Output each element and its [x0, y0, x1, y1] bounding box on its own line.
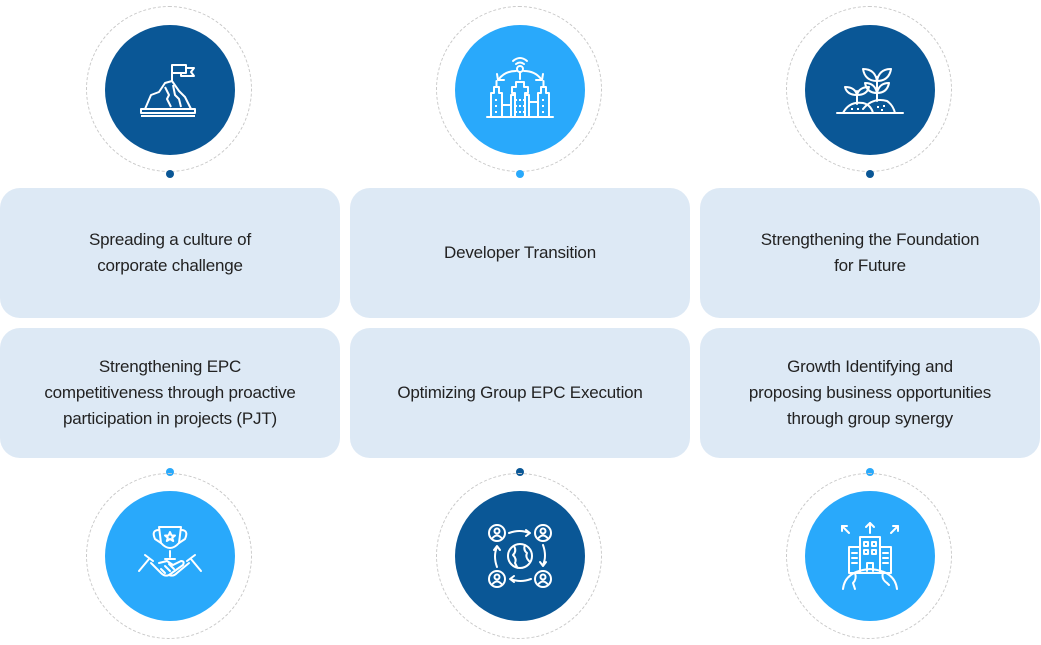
dashed-ring: [86, 473, 252, 639]
card-future-foundation: Strengthening the Foundation for Future: [700, 188, 1040, 318]
card-corporate-challenge: Spreading a culture of corporate challen…: [0, 188, 340, 318]
global-building-growth-icon: [805, 491, 935, 621]
card-developer-transition: Developer Transition: [350, 188, 690, 318]
dashed-ring: [436, 473, 602, 639]
connector-dot: [516, 468, 524, 476]
card-label: Strengthening EPC competitiveness throug…: [44, 357, 296, 428]
card-label: Strengthening the Foundation for Future: [760, 230, 980, 275]
card-label: Growth Identifying and proposing busines…: [748, 357, 992, 428]
column-future-foundation: Strengthening the Foundation for Future …: [700, 0, 1040, 645]
card-epc-competitiveness: Strengthening EPC competitiveness throug…: [0, 328, 340, 458]
card-label: Optimizing Group EPC Execution: [397, 383, 643, 402]
connector-dot: [166, 468, 174, 476]
sprouting-plants-icon: [805, 25, 935, 155]
card-label: Spreading a culture of corporate challen…: [89, 230, 251, 275]
city-network-icon: [455, 25, 585, 155]
connector-dot: [516, 170, 524, 178]
card-label: Developer Transition: [444, 243, 596, 262]
global-people-cycle-icon: [455, 491, 585, 621]
connector-dot: [866, 468, 874, 476]
card-group-epc-execution: Optimizing Group EPC Execution: [350, 328, 690, 458]
mountain-flag-icon: [105, 25, 235, 155]
column-developer-transition: Developer Transition Optimizing Group EP…: [350, 0, 690, 645]
card-group-synergy: Growth Identifying and proposing busines…: [700, 328, 1040, 458]
column-corporate-challenge: Spreading a culture of corporate challen…: [0, 0, 340, 645]
connector-dot: [866, 170, 874, 178]
dashed-ring: [786, 473, 952, 639]
trophy-handshake-icon: [105, 491, 235, 621]
connector-dot: [166, 170, 174, 178]
